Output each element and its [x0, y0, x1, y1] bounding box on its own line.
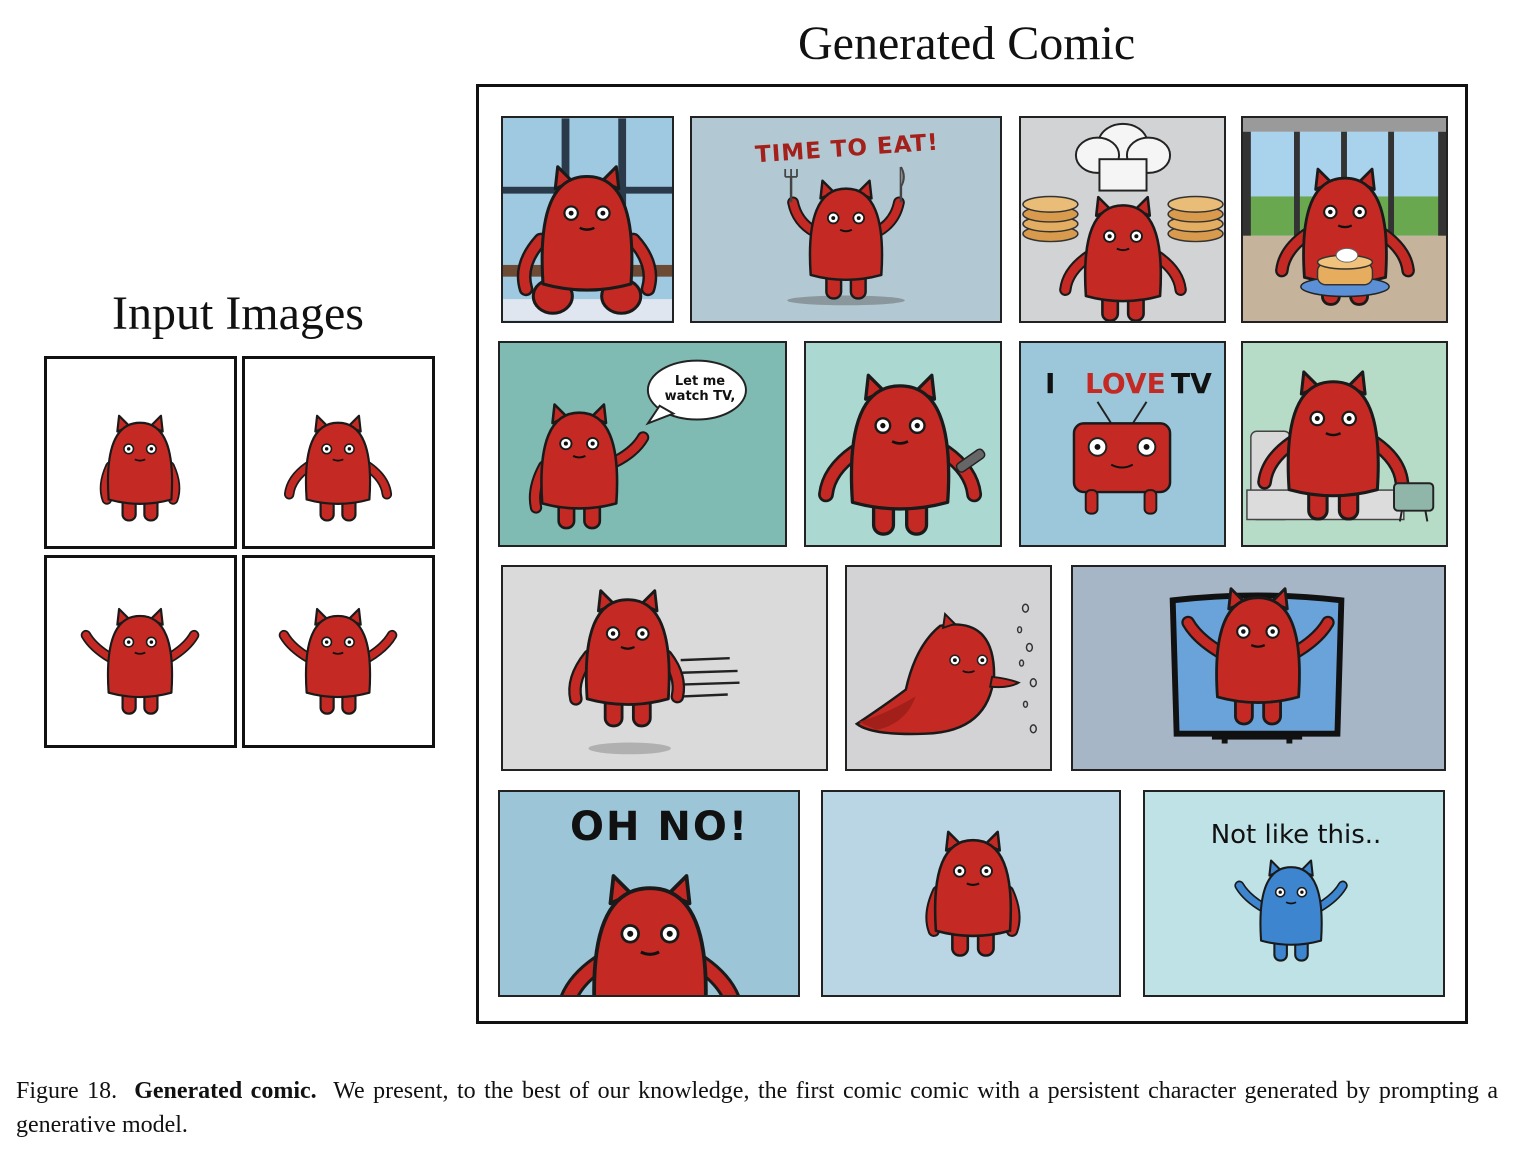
- comic-panel-remote: [804, 341, 1002, 547]
- red-character-icon: [1181, 587, 1335, 726]
- not-like-this-text: Not like this..: [1210, 820, 1382, 850]
- speech-bubble-icon: [645, 359, 747, 426]
- comic-panel-time-to-eat: TIME TO EAT!: [690, 116, 1002, 323]
- chef-hat-icon: [1074, 122, 1172, 192]
- red-character-icon: [1257, 370, 1410, 521]
- i-love-tv-word-i: I: [1045, 367, 1056, 400]
- input-image-3: [44, 555, 237, 748]
- comic-panel-chef: [1019, 116, 1226, 323]
- speech-bubble-line-1: Let me: [674, 374, 726, 389]
- pancake-stack-right-icon: [1167, 195, 1224, 243]
- generated-comic-title: Generated Comic: [798, 17, 1136, 70]
- red-character-icon: [560, 874, 740, 995]
- input-image-2: [242, 356, 435, 549]
- small-tv-icon: [1393, 482, 1435, 522]
- red-character-icon: [80, 607, 200, 715]
- red-character-icon: [516, 165, 658, 315]
- red-character-icon: [1059, 195, 1187, 321]
- red-character-icon: [784, 166, 905, 300]
- speech-bubble-line-2: watch TV,: [664, 389, 736, 404]
- motion-lines-icon: [676, 656, 740, 698]
- remote-control-icon: [955, 448, 986, 473]
- i-love-tv-word-love: LOVE: [1085, 367, 1166, 400]
- red-character-icon: [99, 414, 181, 522]
- comic-panel-in-tv: [1071, 565, 1446, 771]
- flying-character-icon: [854, 611, 1021, 736]
- comic-panel-running: [501, 565, 828, 771]
- pancake-plate-icon: [1300, 247, 1390, 298]
- input-image-1: [44, 356, 237, 549]
- comic-panel-let-me-watch-tv: Let me watch TV,: [498, 341, 787, 547]
- comic-panel-oh-no: OH NO!: [498, 790, 800, 997]
- comic-panel-flying: [845, 565, 1052, 771]
- red-character-icon: [528, 403, 650, 530]
- comic-panel-window: [501, 116, 674, 323]
- input-image-4: [242, 555, 435, 748]
- red-character-icon: [925, 830, 1021, 957]
- blue-character-icon: [1234, 859, 1348, 962]
- red-character-icon: [283, 414, 393, 522]
- comic-panel-i-love-tv: I LOVE TV: [1019, 341, 1226, 547]
- i-love-tv-word-tv: TV: [1171, 367, 1212, 400]
- caption-text: We present, to the best of our knowledge…: [16, 1078, 1498, 1138]
- comic-panel-pancake-table: [1241, 116, 1448, 323]
- caption-bold: Generated comic.: [134, 1078, 317, 1104]
- red-character-icon: [568, 589, 686, 728]
- comic-panel-not-like-this: Not like this..: [1143, 790, 1445, 997]
- oh-no-text: OH NO!: [570, 804, 750, 850]
- figure-caption: Figure 18. Generated comic. We present, …: [16, 1074, 1498, 1142]
- comic-panel-couch: [1241, 341, 1448, 547]
- caption-label: Figure 18.: [16, 1078, 118, 1104]
- red-character-icon: [818, 373, 983, 536]
- comic-panel-standing: [821, 790, 1121, 997]
- pancake-stack-left-icon: [1022, 195, 1079, 243]
- input-images-title: Input Images: [112, 287, 364, 340]
- tv-character-icon: [1072, 401, 1172, 515]
- red-character-icon: [278, 607, 398, 715]
- bubble-trail-icon: [1016, 603, 1037, 734]
- comic-page-border: [476, 84, 1468, 1024]
